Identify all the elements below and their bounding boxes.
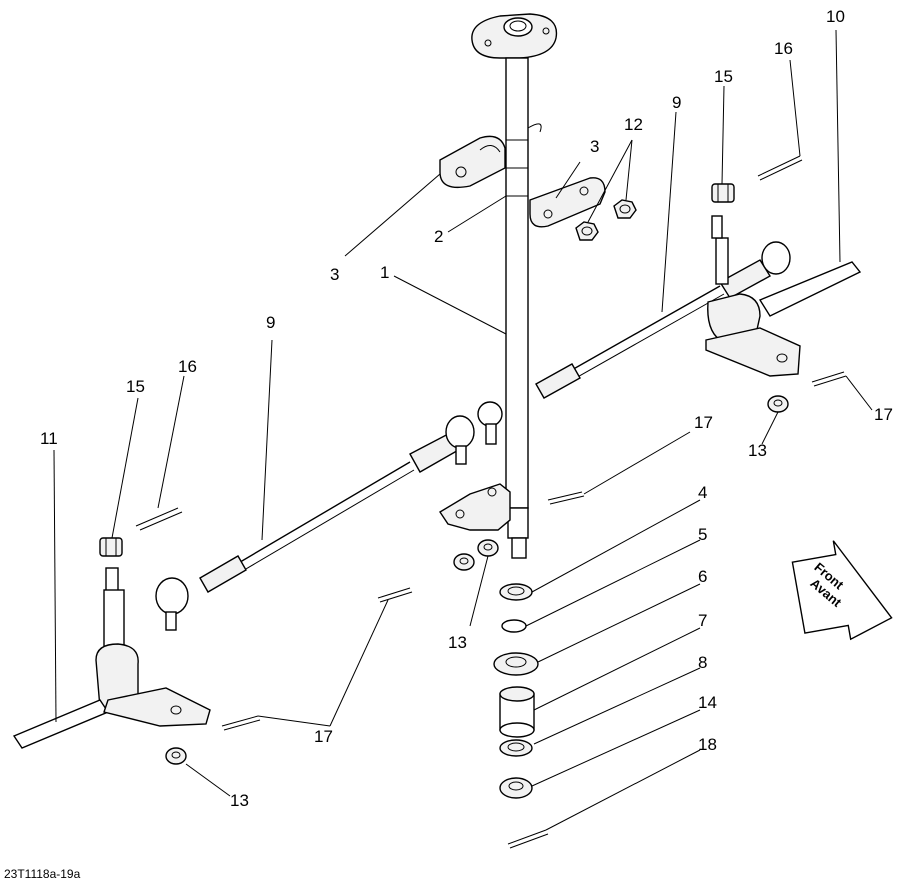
callout-7: 7 <box>698 611 707 630</box>
callout-11: 11 <box>40 429 58 448</box>
callout-17-left: 17 <box>314 727 333 746</box>
column-clamp-right <box>529 177 606 228</box>
callout-10: 10 <box>826 7 845 26</box>
flange-nuts <box>165 395 789 765</box>
callout-12: 12 <box>624 115 643 134</box>
clips <box>221 371 847 849</box>
callout-17-center: 17 <box>694 413 713 432</box>
callout-5: 5 <box>698 525 707 544</box>
cotter-pins <box>135 155 803 531</box>
tie-rod-right <box>535 241 791 399</box>
callout-13-right: 13 <box>748 441 767 460</box>
castle-nut-right <box>711 183 735 203</box>
callout-16-right: 16 <box>774 39 793 58</box>
callout-3-left: 3 <box>330 265 339 284</box>
callout-6: 6 <box>698 567 707 586</box>
callout-9-left: 9 <box>266 313 275 332</box>
callout-2: 2 <box>434 227 443 246</box>
callout-13-center: 13 <box>448 633 467 652</box>
callout-15-right: 15 <box>714 67 733 86</box>
callout-14: 14 <box>698 693 717 712</box>
lock-nut-pair <box>575 199 637 241</box>
callout-3-right: 3 <box>590 137 599 156</box>
callout-16-left: 16 <box>178 357 197 376</box>
spindle-left <box>12 567 211 749</box>
callout-13-left: 13 <box>230 791 249 810</box>
bearing-stack <box>493 583 539 799</box>
leader-lines <box>53 29 873 831</box>
tie-rod-left <box>155 401 503 631</box>
spindle-right <box>705 215 862 377</box>
castle-nut-left <box>99 537 123 557</box>
column-clamp-left <box>439 135 506 189</box>
steering-column <box>471 13 558 559</box>
drawing-reference: 23T1118a-19a <box>4 867 81 881</box>
callout-numbers: 1 2 3 3 12 9 9 10 11 15 15 16 16 17 17 1… <box>40 7 893 810</box>
callout-8: 8 <box>698 653 707 672</box>
callout-1: 1 <box>380 263 389 282</box>
front-direction-arrow: Front Avant <box>791 540 893 641</box>
callout-9-right: 9 <box>672 93 681 112</box>
callout-18: 18 <box>698 735 717 754</box>
callout-4: 4 <box>698 483 707 502</box>
callout-15-left: 15 <box>126 377 145 396</box>
steering-arm-bracket <box>439 483 511 531</box>
callout-17-right: 17 <box>874 405 893 424</box>
